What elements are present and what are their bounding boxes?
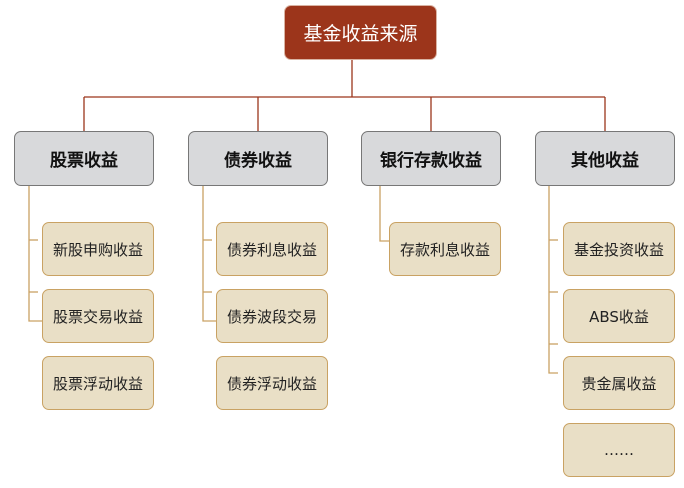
category-other: 其他收益 [535, 131, 675, 186]
leaf-node: 债券利息收益 [216, 222, 328, 276]
category-deposit: 银行存款收益 [361, 131, 501, 186]
category-stock: 股票收益 [14, 131, 154, 186]
leaf-node: ABS收益 [563, 289, 675, 343]
leaf-node: 股票交易收益 [42, 289, 154, 343]
root-node: 基金收益来源 [284, 5, 437, 60]
leaf-node: 新股申购收益 [42, 222, 154, 276]
leaf-node: 股票浮动收益 [42, 356, 154, 410]
leaf-node: 债券波段交易 [216, 289, 328, 343]
leaf-node: 基金投资收益 [563, 222, 675, 276]
leaf-node: 债券浮动收益 [216, 356, 328, 410]
leaf-node-ellipsis: …… [563, 423, 675, 477]
leaf-node: 贵金属收益 [563, 356, 675, 410]
category-bond: 债券收益 [188, 131, 328, 186]
leaf-node: 存款利息收益 [389, 222, 501, 276]
